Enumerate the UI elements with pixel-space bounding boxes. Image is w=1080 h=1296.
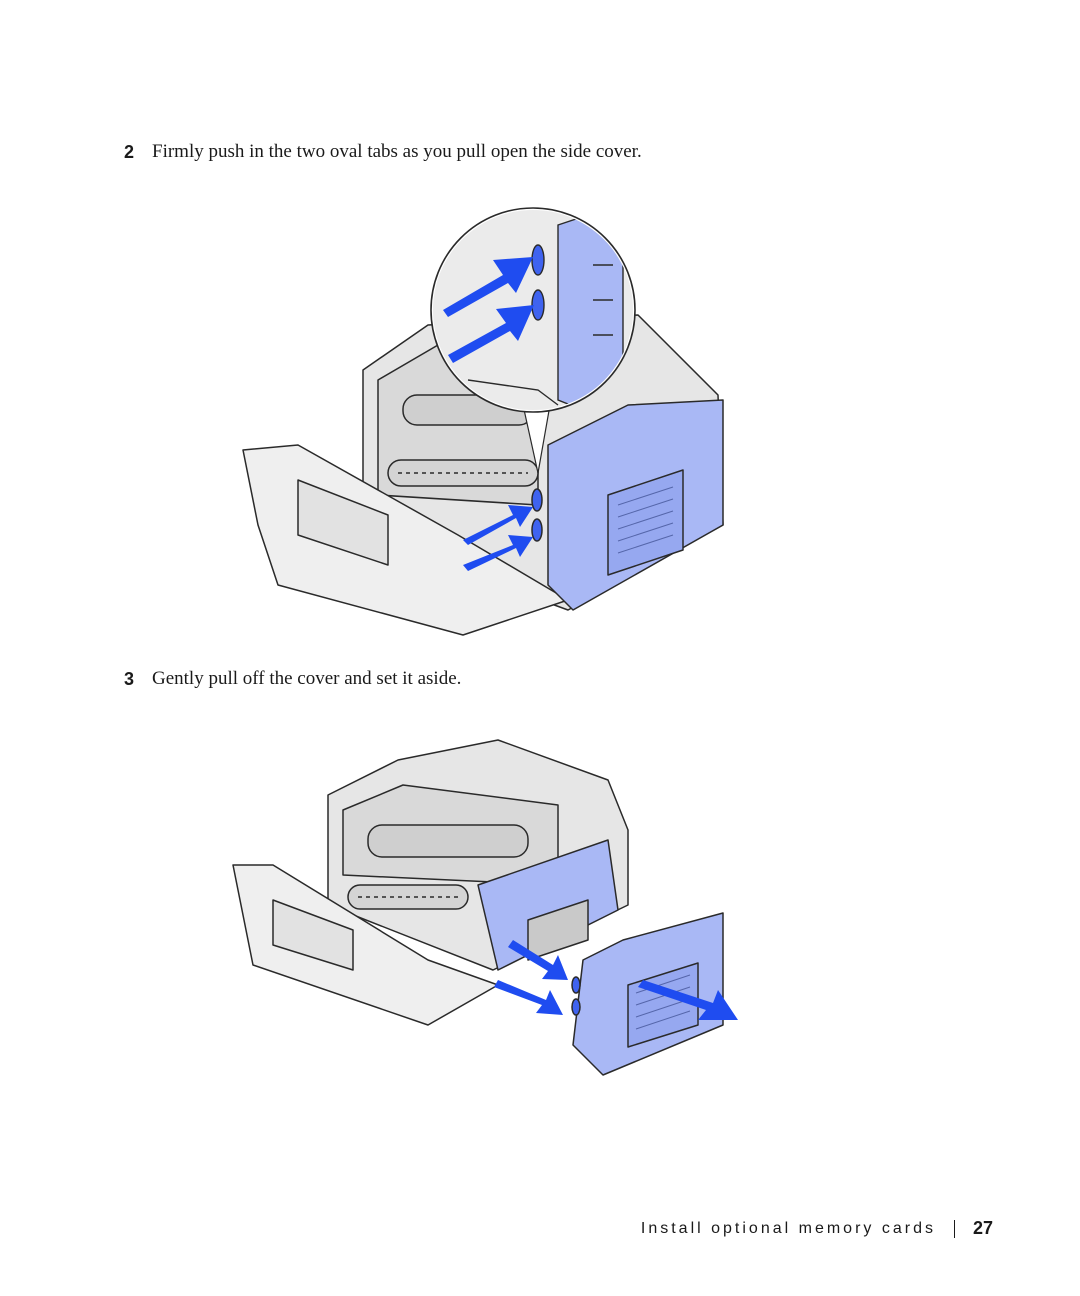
footer-divider bbox=[953, 1219, 955, 1238]
printer-side-cover-tabs-illustration bbox=[238, 205, 728, 645]
step-3: 3 Gently pull off the cover and set it a… bbox=[124, 667, 461, 691]
printer-side-cover-removed-illustration bbox=[228, 735, 743, 1080]
step-text: Gently pull off the cover and set it asi… bbox=[152, 668, 462, 689]
step-number: 2 bbox=[124, 142, 135, 162]
page-footer: Install optional memory cards 27 bbox=[641, 1218, 993, 1239]
step-number: 3 bbox=[124, 669, 135, 689]
step-text: Firmly push in the two oval tabs as you … bbox=[152, 141, 642, 162]
step-2: 2 Firmly push in the two oval tabs as yo… bbox=[124, 140, 642, 164]
section-title: Install optional memory cards bbox=[640, 1219, 936, 1237]
page-number: 27 bbox=[972, 1218, 993, 1238]
